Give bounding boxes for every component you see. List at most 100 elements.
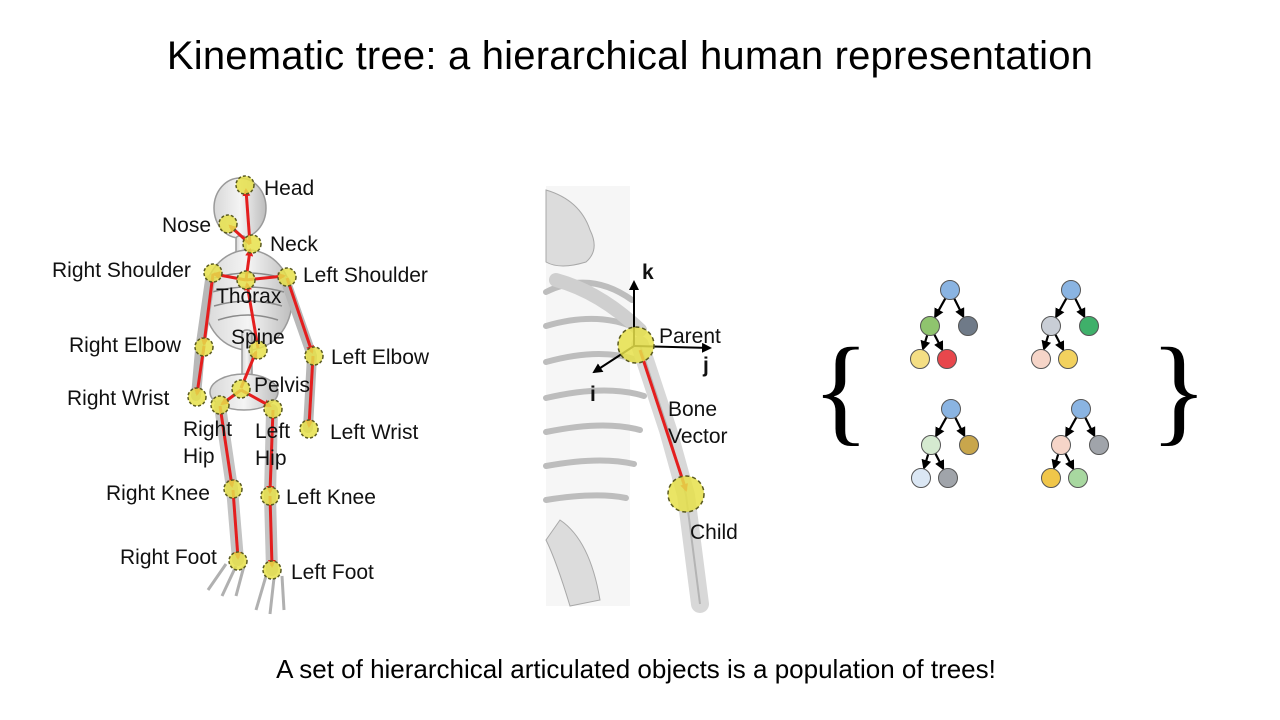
label-axis-j: j bbox=[702, 354, 709, 377]
tree-3 bbox=[911, 399, 979, 488]
tree-node bbox=[1061, 280, 1081, 300]
bone-lelbow-lwrist bbox=[305, 355, 315, 428]
label-head: Head bbox=[264, 177, 314, 200]
tree-edge bbox=[1041, 334, 1052, 351]
tree-edge bbox=[1064, 452, 1075, 471]
skeleton-labels: Head Nose Neck Right Shoulder Left Shoul… bbox=[52, 177, 430, 584]
tree-edge bbox=[920, 334, 931, 351]
tree-edge bbox=[1051, 453, 1062, 470]
label-parent: Parent bbox=[659, 325, 721, 348]
label-neck: Neck bbox=[270, 233, 318, 256]
slide-title: Kinematic tree: a hierarchical human rep… bbox=[166, 34, 1094, 78]
bone-vector-arrow bbox=[638, 349, 688, 492]
skeleton-joints bbox=[187, 175, 324, 580]
tree-2 bbox=[1031, 280, 1099, 369]
joint-spine bbox=[248, 340, 268, 360]
tree-node bbox=[911, 468, 931, 488]
tree-node bbox=[1068, 468, 1088, 488]
bone-lknee-lfoot bbox=[267, 495, 276, 568]
label-right-hip-2: Hip bbox=[183, 445, 215, 468]
joint-head bbox=[235, 175, 255, 195]
brace-open: { bbox=[812, 323, 870, 456]
label-axis-i: i bbox=[590, 383, 596, 406]
joint-left-foot bbox=[262, 560, 282, 580]
bone-rshoulder-relbow bbox=[200, 273, 215, 346]
tree-node bbox=[940, 280, 960, 300]
tree-node bbox=[937, 349, 957, 369]
tree-4 bbox=[1041, 399, 1109, 488]
tree-edge bbox=[934, 297, 947, 319]
label-child: Child bbox=[690, 521, 738, 544]
tree-edge bbox=[954, 417, 966, 438]
bone-labels: k j i Parent Bone Vector Child bbox=[590, 261, 738, 544]
label-thorax: Thorax bbox=[216, 285, 282, 308]
brace-close: } bbox=[1150, 323, 1208, 456]
label-left-shoulder: Left Shoulder bbox=[303, 264, 428, 287]
joint-right-knee bbox=[223, 479, 243, 499]
label-bone: Bone bbox=[668, 398, 717, 421]
bone-lhip-lknee bbox=[266, 409, 275, 494]
label-right-shoulder: Right Shoulder bbox=[52, 259, 191, 282]
joint-right-foot bbox=[228, 551, 248, 571]
tree-1 bbox=[910, 280, 978, 369]
bone-rknee-rfoot bbox=[231, 489, 242, 560]
label-right-foot: Right Foot bbox=[120, 546, 217, 569]
joint-left-knee bbox=[260, 486, 280, 506]
tree-edge bbox=[934, 452, 945, 471]
label-right-hip-1: Right bbox=[183, 418, 232, 441]
label-left-knee: Left Knee bbox=[286, 486, 376, 509]
joint-right-hip bbox=[210, 395, 230, 415]
tree-node bbox=[1089, 435, 1109, 455]
joint-right-wrist bbox=[187, 387, 207, 407]
tree-edge bbox=[1055, 297, 1068, 319]
bone-lshoulder-lelbow bbox=[285, 277, 314, 354]
tree-node bbox=[1041, 316, 1061, 336]
tree-population bbox=[910, 280, 1109, 488]
tree-node bbox=[910, 349, 930, 369]
joint-pelvis bbox=[231, 379, 251, 399]
joint-left-hip bbox=[263, 399, 283, 419]
tree-node bbox=[958, 316, 978, 336]
joint-right-elbow bbox=[194, 337, 214, 357]
tree-edge bbox=[921, 453, 932, 470]
joint-left-elbow bbox=[304, 346, 324, 366]
tree-node bbox=[1058, 349, 1078, 369]
joint-thorax bbox=[236, 270, 256, 290]
tree-node bbox=[1071, 399, 1091, 419]
label-right-wrist: Right Wrist bbox=[67, 387, 169, 410]
bone-spine-thorax bbox=[244, 282, 260, 349]
tree-edge bbox=[1084, 417, 1096, 438]
tree-edge bbox=[1054, 333, 1065, 352]
bone-neck-head bbox=[242, 188, 252, 245]
label-left-wrist: Left Wrist bbox=[330, 421, 418, 444]
label-vector: Vector bbox=[668, 425, 728, 448]
tree-edge bbox=[953, 298, 965, 319]
kinematic-bones bbox=[193, 188, 315, 568]
label-left-elbow: Left Elbow bbox=[331, 346, 430, 369]
joint-left-shoulder bbox=[277, 267, 297, 287]
label-left-hip-1: Left bbox=[255, 420, 290, 443]
label-pelvis: Pelvis bbox=[254, 374, 310, 397]
label-right-knee: Right Knee bbox=[106, 482, 210, 505]
joint-right-shoulder bbox=[203, 263, 223, 283]
label-left-hip-2: Hip bbox=[255, 447, 287, 470]
label-axis-k: k bbox=[642, 261, 654, 284]
joint-nose bbox=[218, 214, 238, 234]
tree-node bbox=[1041, 468, 1061, 488]
joint-neck bbox=[242, 234, 262, 254]
tree-node bbox=[938, 468, 958, 488]
bone-rhip-rknee bbox=[218, 405, 236, 488]
tree-edge bbox=[935, 416, 948, 438]
joint-left-wrist bbox=[299, 419, 319, 439]
tree-node bbox=[921, 435, 941, 455]
tree-node bbox=[920, 316, 940, 336]
tree-edge bbox=[1074, 298, 1086, 319]
tree-node bbox=[1031, 349, 1051, 369]
tree-node bbox=[1051, 435, 1071, 455]
tree-node bbox=[959, 435, 979, 455]
parent-joint bbox=[617, 326, 655, 364]
shoulder-closeup-illustration bbox=[543, 186, 709, 613]
tree-edge bbox=[933, 333, 944, 352]
tree-node bbox=[941, 399, 961, 419]
